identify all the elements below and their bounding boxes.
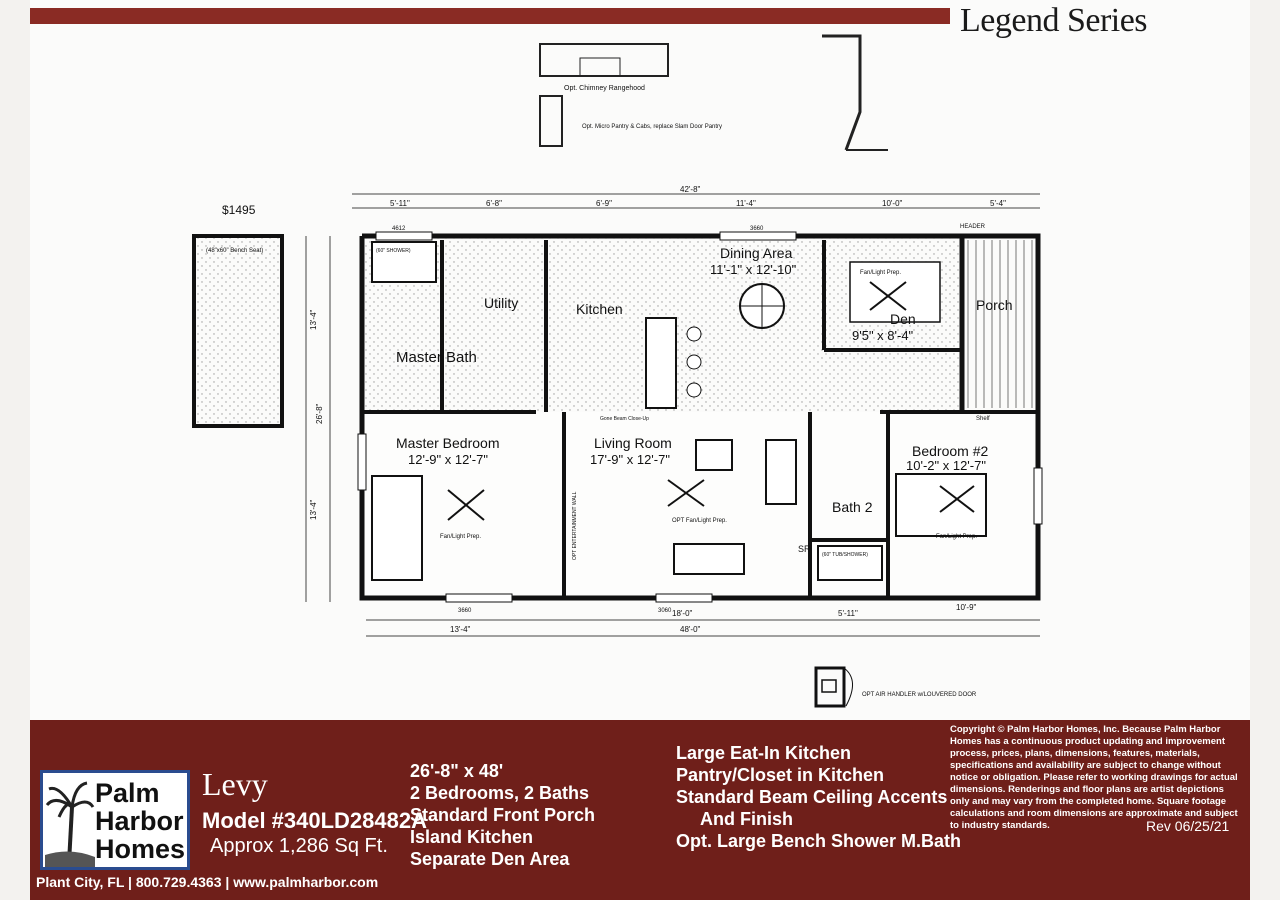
bottom-dim-4: 10'-9" — [956, 603, 977, 612]
bedroom2-bed — [895, 473, 987, 537]
room-master-bath-label: Master Bath — [396, 349, 477, 366]
features-left: 26'-8" x 48' 2 Bedrooms, 2 Baths Standar… — [410, 760, 595, 870]
bath2-tub: (60" TUB/SHOWER) — [817, 545, 883, 581]
feature-kitchen: Large Eat-In Kitchen — [676, 743, 852, 763]
header-note: HEADER — [960, 224, 986, 230]
feature-finish: And Finish — [700, 809, 793, 829]
room-bath2-label: Bath 2 — [832, 499, 873, 515]
living-fan-note: OPT Fan/Light Prep. — [672, 518, 727, 524]
pantry-note: Opt. Micro Pantry & Cabs, replace Slam D… — [582, 124, 722, 130]
master-shower: (60" SHOWER) — [371, 241, 437, 283]
tub-note: (60" TUB/SHOWER) — [822, 552, 868, 558]
room-porch-label: Porch — [976, 297, 1013, 313]
feature-porch: Standard Front Porch — [410, 805, 596, 825]
overall-top-dim: 42'-8" — [680, 185, 701, 194]
room-living-size: 17'-9" x 12'-7" — [590, 452, 670, 467]
window-bath-label: 4612 — [392, 226, 406, 232]
feature-shower: Opt. Large Bench Shower M.Bath — [676, 831, 962, 851]
footer-banner — [30, 720, 1250, 900]
bedroom2-shelf: Shelf — [976, 416, 990, 422]
room-kitchen-label: Kitchen — [576, 301, 623, 317]
series-header-bar — [30, 8, 950, 24]
floor-plan: Opt. Chimney Rangehood Opt. Micro Pantry… — [192, 34, 1043, 708]
living-sofa — [673, 439, 797, 575]
dining-table — [739, 283, 785, 329]
feature-bedrooms: 2 Bedrooms, 2 Baths — [410, 783, 590, 803]
closet-detail — [822, 34, 888, 151]
room-bedroom2-size: 10'-2" x 12'-7" — [906, 458, 986, 473]
feature-dimensions: 26'-8" x 48' — [410, 761, 504, 781]
bottom-dimensions: 13'-4" 18'-0" 5'-11" 10'-9" 48'-0" — [366, 603, 1040, 637]
windows — [357, 231, 1043, 603]
side-dim-overall: 26'-8" — [315, 403, 324, 424]
series-title: Legend Series — [960, 2, 1148, 39]
contact-line: Plant City, FL | 800.729.4363 | www.palm… — [36, 874, 379, 890]
top-dimensions: 42'-8" 5'-11" 6'-8" 6'-9" 11'-4" 10'-0" … — [352, 185, 1040, 209]
window-living-label: 3060 — [658, 608, 672, 614]
kitchen-island — [645, 317, 702, 409]
feature-island: Island Kitchen — [410, 827, 534, 847]
chimney-note: Opt. Chimney Rangehood — [564, 85, 645, 92]
top-dim-2: 6'-8" — [486, 199, 502, 208]
beam-note: Gone Beam Close-Up — [600, 416, 649, 422]
room-bedroom2-label: Bedroom #2 — [912, 443, 988, 459]
palm-tree-icon — [45, 781, 95, 867]
feature-beam: Standard Beam Ceiling Accents — [676, 787, 948, 807]
room-living-label: Living Room — [594, 435, 672, 451]
room-master-bedroom-size: 12'-9" x 12'-7" — [408, 452, 488, 467]
room-den-label: Den — [890, 311, 916, 327]
ent-wall-note: OPT ENTERTAINMENT WALL — [572, 491, 578, 560]
logo-line-3: Homes — [95, 834, 186, 864]
palm-harbor-logo: Palm Harbor Homes — [40, 770, 190, 870]
top-dim-5: 10'-0" — [882, 199, 903, 208]
bench-seat-note: (48"x60" Bench Seat) — [206, 248, 263, 254]
fan-icon — [447, 281, 975, 521]
feature-pantry: Pantry/Closet in Kitchen — [676, 765, 885, 785]
model-name: Levy — [202, 766, 268, 802]
square-footage: Approx 1,286 Sq Ft. — [210, 835, 388, 857]
air-handler-detail: OPT AIR HANDLER w/LOUVERED DOOR — [814, 666, 977, 708]
micro-pantry-detail: Opt. Micro Pantry & Cabs, replace Slam D… — [539, 95, 722, 147]
top-dim-6: 5'-4" — [990, 199, 1006, 208]
revision-date: Rev 06/25/21 — [1146, 818, 1230, 834]
bedroom2-fan-note: Fan/Light Prep. — [936, 534, 977, 540]
top-dim-3: 6'-9" — [596, 199, 612, 208]
features-right: Large Eat-In Kitchen Pantry/Closet in Ki… — [676, 742, 961, 852]
room-dining-size: 11'-1" x 12'-10" — [710, 262, 797, 277]
side-dim-top: 13'-4" — [309, 309, 318, 330]
overall-bottom-dim: 48'-0" — [680, 625, 701, 634]
air-handler-note: OPT AIR HANDLER w/LOUVERED DOOR — [862, 692, 977, 698]
logo-line-1: Palm — [95, 778, 160, 808]
bottom-dim-3: 5'-11" — [838, 609, 858, 618]
feature-den: Separate Den Area — [410, 849, 570, 869]
porch-area: HEADER — [960, 224, 1039, 413]
master-fan-note: Fan/Light Prep. — [440, 534, 481, 540]
logo-line-2: Harbor — [95, 806, 184, 836]
side-dim-bottom: 13'-4" — [309, 499, 318, 520]
master-bed — [371, 475, 423, 581]
den-fan-note: Fan/Light Prep. — [860, 270, 901, 276]
sr-label: SR — [798, 544, 811, 554]
shower-note: (60" SHOWER) — [376, 248, 411, 254]
bottom-dim-1: 13'-4" — [450, 625, 471, 634]
room-dining-label: Dining Area — [720, 245, 793, 261]
den-desk — [849, 261, 941, 323]
top-dim-1: 5'-11" — [390, 199, 410, 208]
window-dining-label: 3660 — [750, 226, 764, 232]
room-master-bedroom-label: Master Bedroom — [396, 435, 499, 451]
interior-walls — [362, 240, 1038, 598]
bottom-dim-2: 18'-0" — [672, 609, 693, 618]
copyright-notice: Copyright © Palm Harbor Homes, Inc. Beca… — [950, 724, 1238, 831]
window-master-label: 3660 — [458, 608, 472, 614]
side-dimensions: 13'-4" 26'-8" 13'-4" — [305, 236, 331, 602]
option-bath-detail: (48"x60" Bench Seat) — [192, 234, 284, 428]
room-utility-label: Utility — [484, 295, 518, 311]
room-den-size: 9'5" x 8'-4" — [852, 328, 914, 343]
price-tag: $1495 — [222, 203, 256, 217]
top-dim-4: 11'-4" — [736, 199, 756, 208]
chimney-rangehood-detail: Opt. Chimney Rangehood — [539, 43, 669, 92]
model-number: Model #340LD28482A — [202, 808, 427, 833]
